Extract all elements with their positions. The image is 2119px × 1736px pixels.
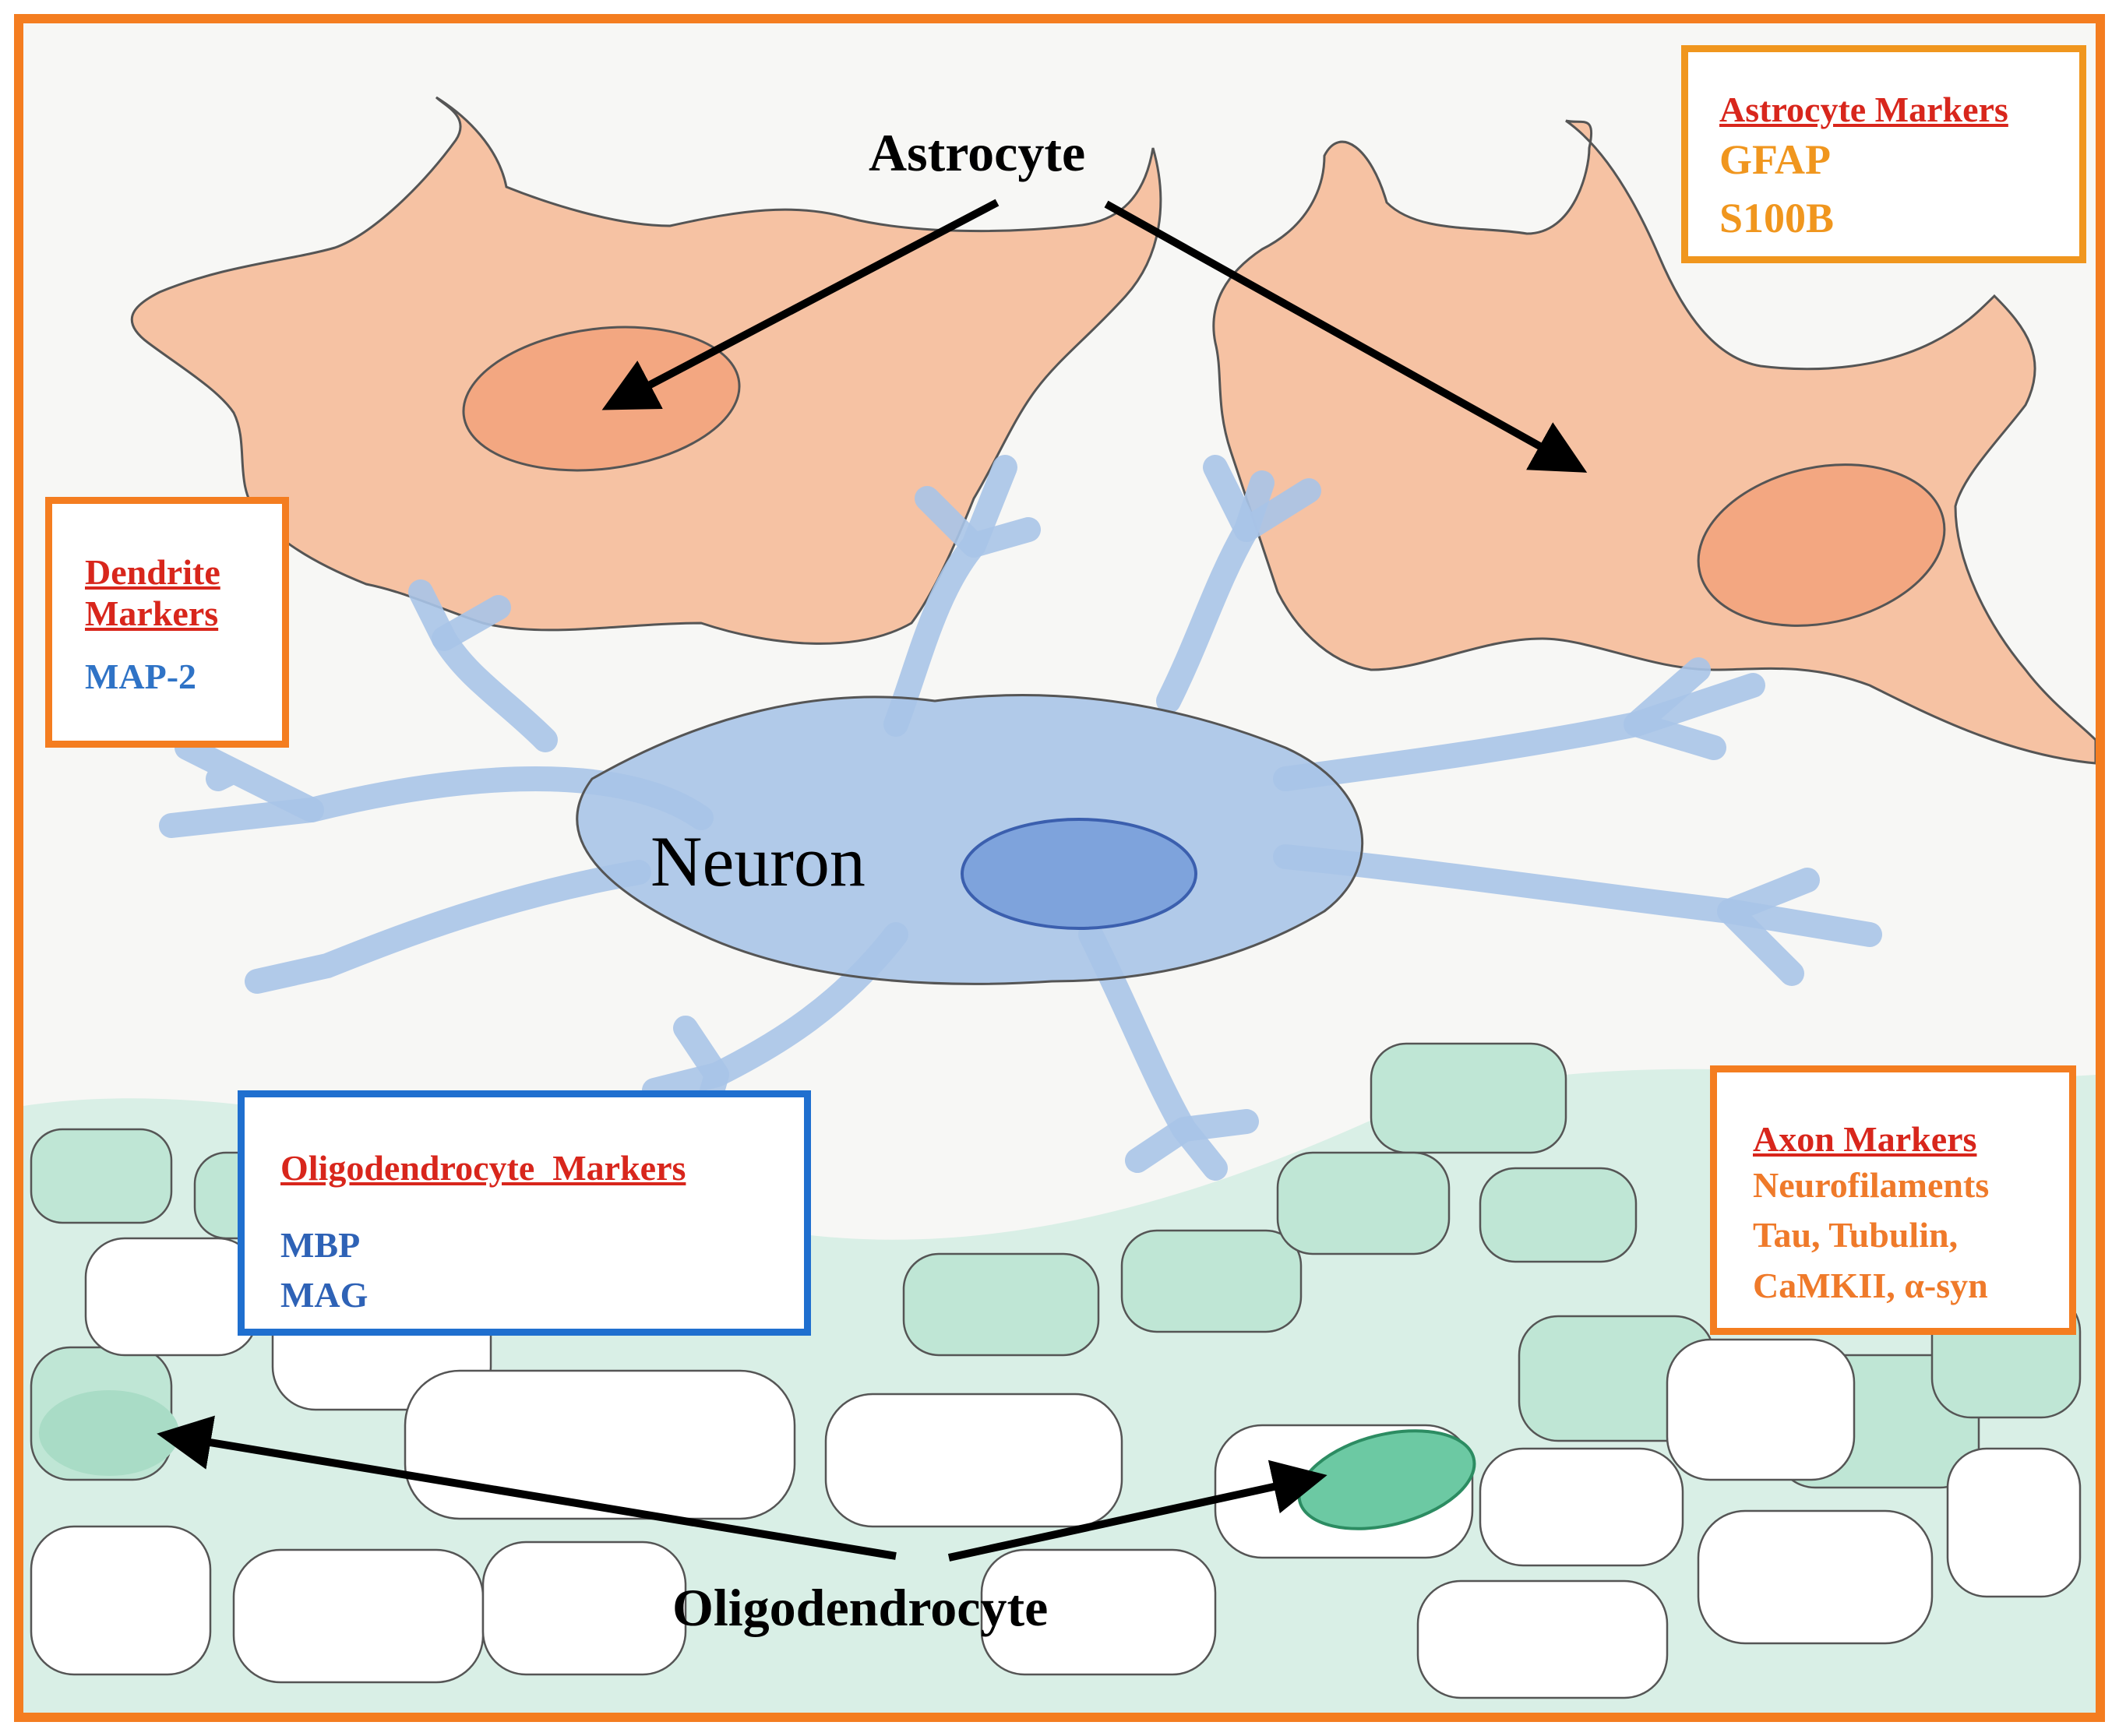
arrow-oligodendrocyte-left xyxy=(157,1415,897,1560)
arrow-oligodendrocyte-right xyxy=(947,1460,1327,1562)
oligodendrocyte-markers-box: Oligodendrocyte Markers MBP MAG xyxy=(238,1090,811,1336)
label-oligodendrocyte: Oligodendrocyte xyxy=(672,1578,1049,1637)
label-astrocyte: Astrocyte xyxy=(869,123,1086,182)
label-neuron: Neuron xyxy=(651,822,866,901)
oligodendrocyte-marker-mbp: MBP xyxy=(280,1224,361,1265)
axon-marker-neurofilaments: Neurofilaments xyxy=(1753,1164,1990,1205)
astrocyte-right xyxy=(1212,119,2097,765)
arrows xyxy=(157,199,1588,1562)
astrocyte-marker-gfap: GFAP xyxy=(1719,136,1831,183)
dendrite-markers-box: Dendrite Markers MAP-2 xyxy=(45,497,289,748)
astrocyte-marker-s100b: S100B xyxy=(1719,195,1835,242)
astrocyte-markers-title: Astrocyte Markers xyxy=(1719,90,2008,129)
dendrite-markers-title-line2: Markers xyxy=(85,593,219,633)
dendrite-markers-title-line1: Dendrite xyxy=(85,552,220,592)
axon-marker-tau-tubulin: Tau, Tubulin, xyxy=(1753,1215,1959,1255)
oligodendrocyte-markers-title: Oligodendrocyte Markers xyxy=(280,1148,686,1188)
neuron-cell xyxy=(159,455,1882,1181)
arrow-astrocyte-right xyxy=(1104,200,1588,473)
axon-marker-camkii-asyn: CaMKII, α-syn xyxy=(1753,1265,1988,1305)
dendrite-marker-map2: MAP-2 xyxy=(85,656,197,696)
axon-markers-box: Axon Markers Neurofilaments Tau, Tubulin… xyxy=(1710,1065,2076,1335)
arrow-astrocyte-left xyxy=(601,199,1000,410)
oligodendrocyte-marker-mag: MAG xyxy=(280,1275,368,1315)
astrocyte-markers-box: Astrocyte Markers GFAP S100B xyxy=(1681,45,2086,263)
outer-frame xyxy=(14,14,2105,1722)
axon-markers-title: Axon Markers xyxy=(1753,1119,1977,1159)
